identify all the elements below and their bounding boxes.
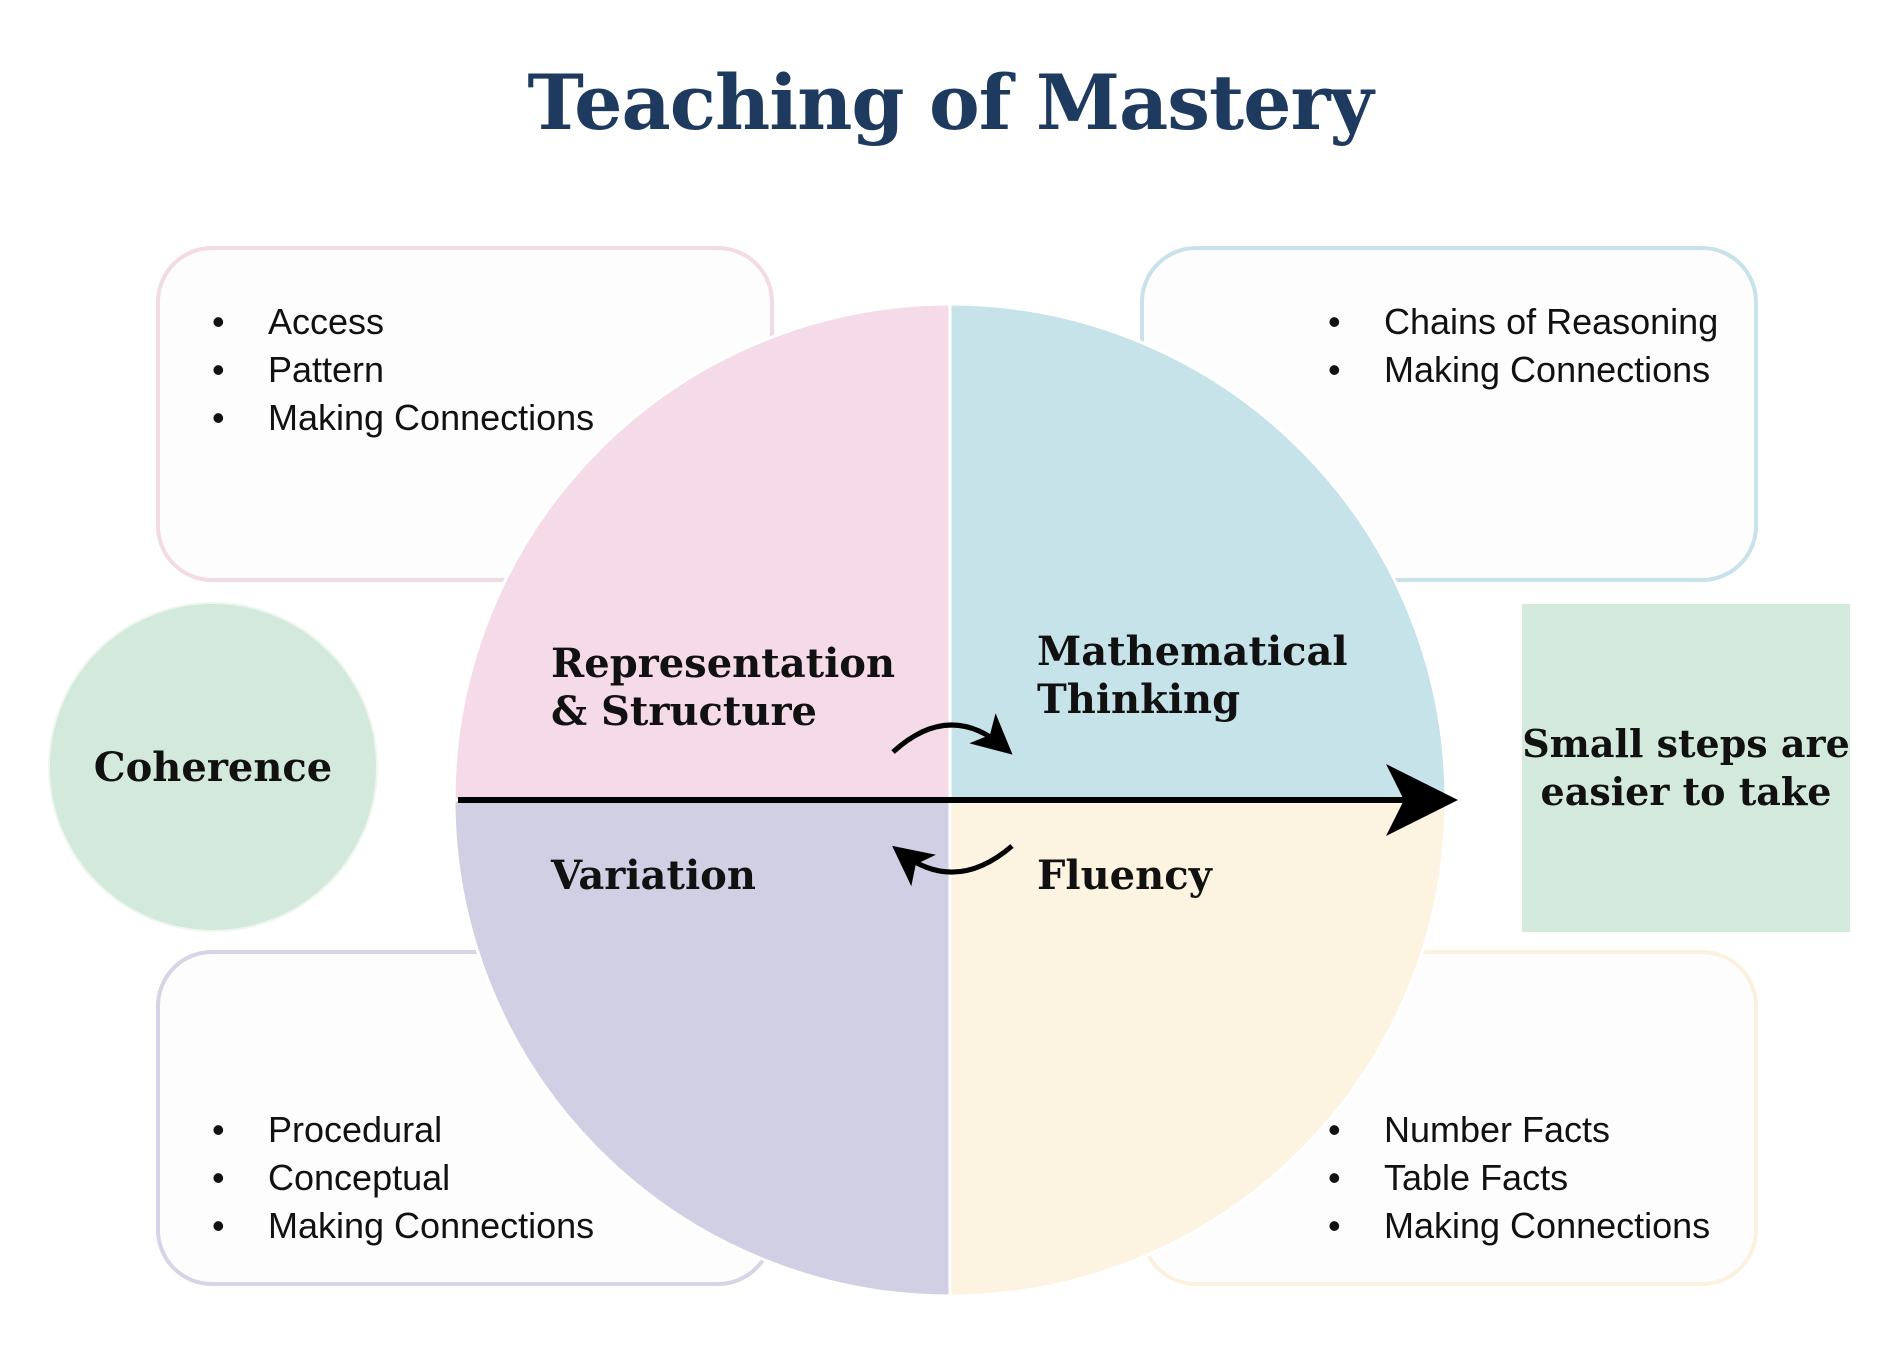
page-title: Teaching of Mastery	[527, 58, 1373, 147]
list-item: Conceptual	[204, 1154, 594, 1202]
cycle-arrow-top	[891, 713, 1013, 755]
list-item: Access	[204, 298, 594, 346]
fluency-bullet-list: Number Facts Table Facts Making Connecti…	[1320, 1106, 1710, 1250]
list-item: Table Facts	[1320, 1154, 1710, 1202]
list-item: Making Connections	[1320, 1202, 1710, 1250]
small-steps-label: Small steps are easier to take	[1522, 721, 1850, 814]
list-item: Making Connections	[1320, 346, 1718, 394]
quadrant-mathematical-thinking	[948, 302, 1448, 802]
list-item: Chains of Reasoning	[1320, 298, 1718, 346]
mathematical-thinking-label: Mathematical Thinking	[1037, 628, 1348, 723]
representation-structure-label: Representation & Structure	[551, 640, 896, 735]
quadrant-variation	[452, 798, 952, 1298]
quadrant-fluency	[948, 798, 1448, 1298]
list-item: Pattern	[204, 346, 594, 394]
representation-bullet-list: Access Pattern Making Connections	[204, 298, 594, 442]
list-item: Procedural	[204, 1106, 594, 1154]
cycle-arrow-bottom	[892, 844, 1014, 887]
fluency-label: Fluency	[1037, 852, 1212, 899]
coherence-label: Coherence	[93, 743, 333, 791]
list-item: Making Connections	[204, 394, 594, 442]
coherence-circle: Coherence	[48, 602, 378, 932]
small-steps-box: Small steps are easier to take	[1522, 604, 1850, 932]
mathematical-thinking-bullet-list: Chains of Reasoning Making Connections	[1320, 298, 1718, 394]
quadrant-representation	[452, 302, 952, 802]
list-item: Number Facts	[1320, 1106, 1710, 1154]
variation-label: Variation	[551, 852, 756, 899]
list-item: Making Connections	[204, 1202, 594, 1250]
variation-bullet-list: Procedural Conceptual Making Connections	[204, 1106, 594, 1250]
